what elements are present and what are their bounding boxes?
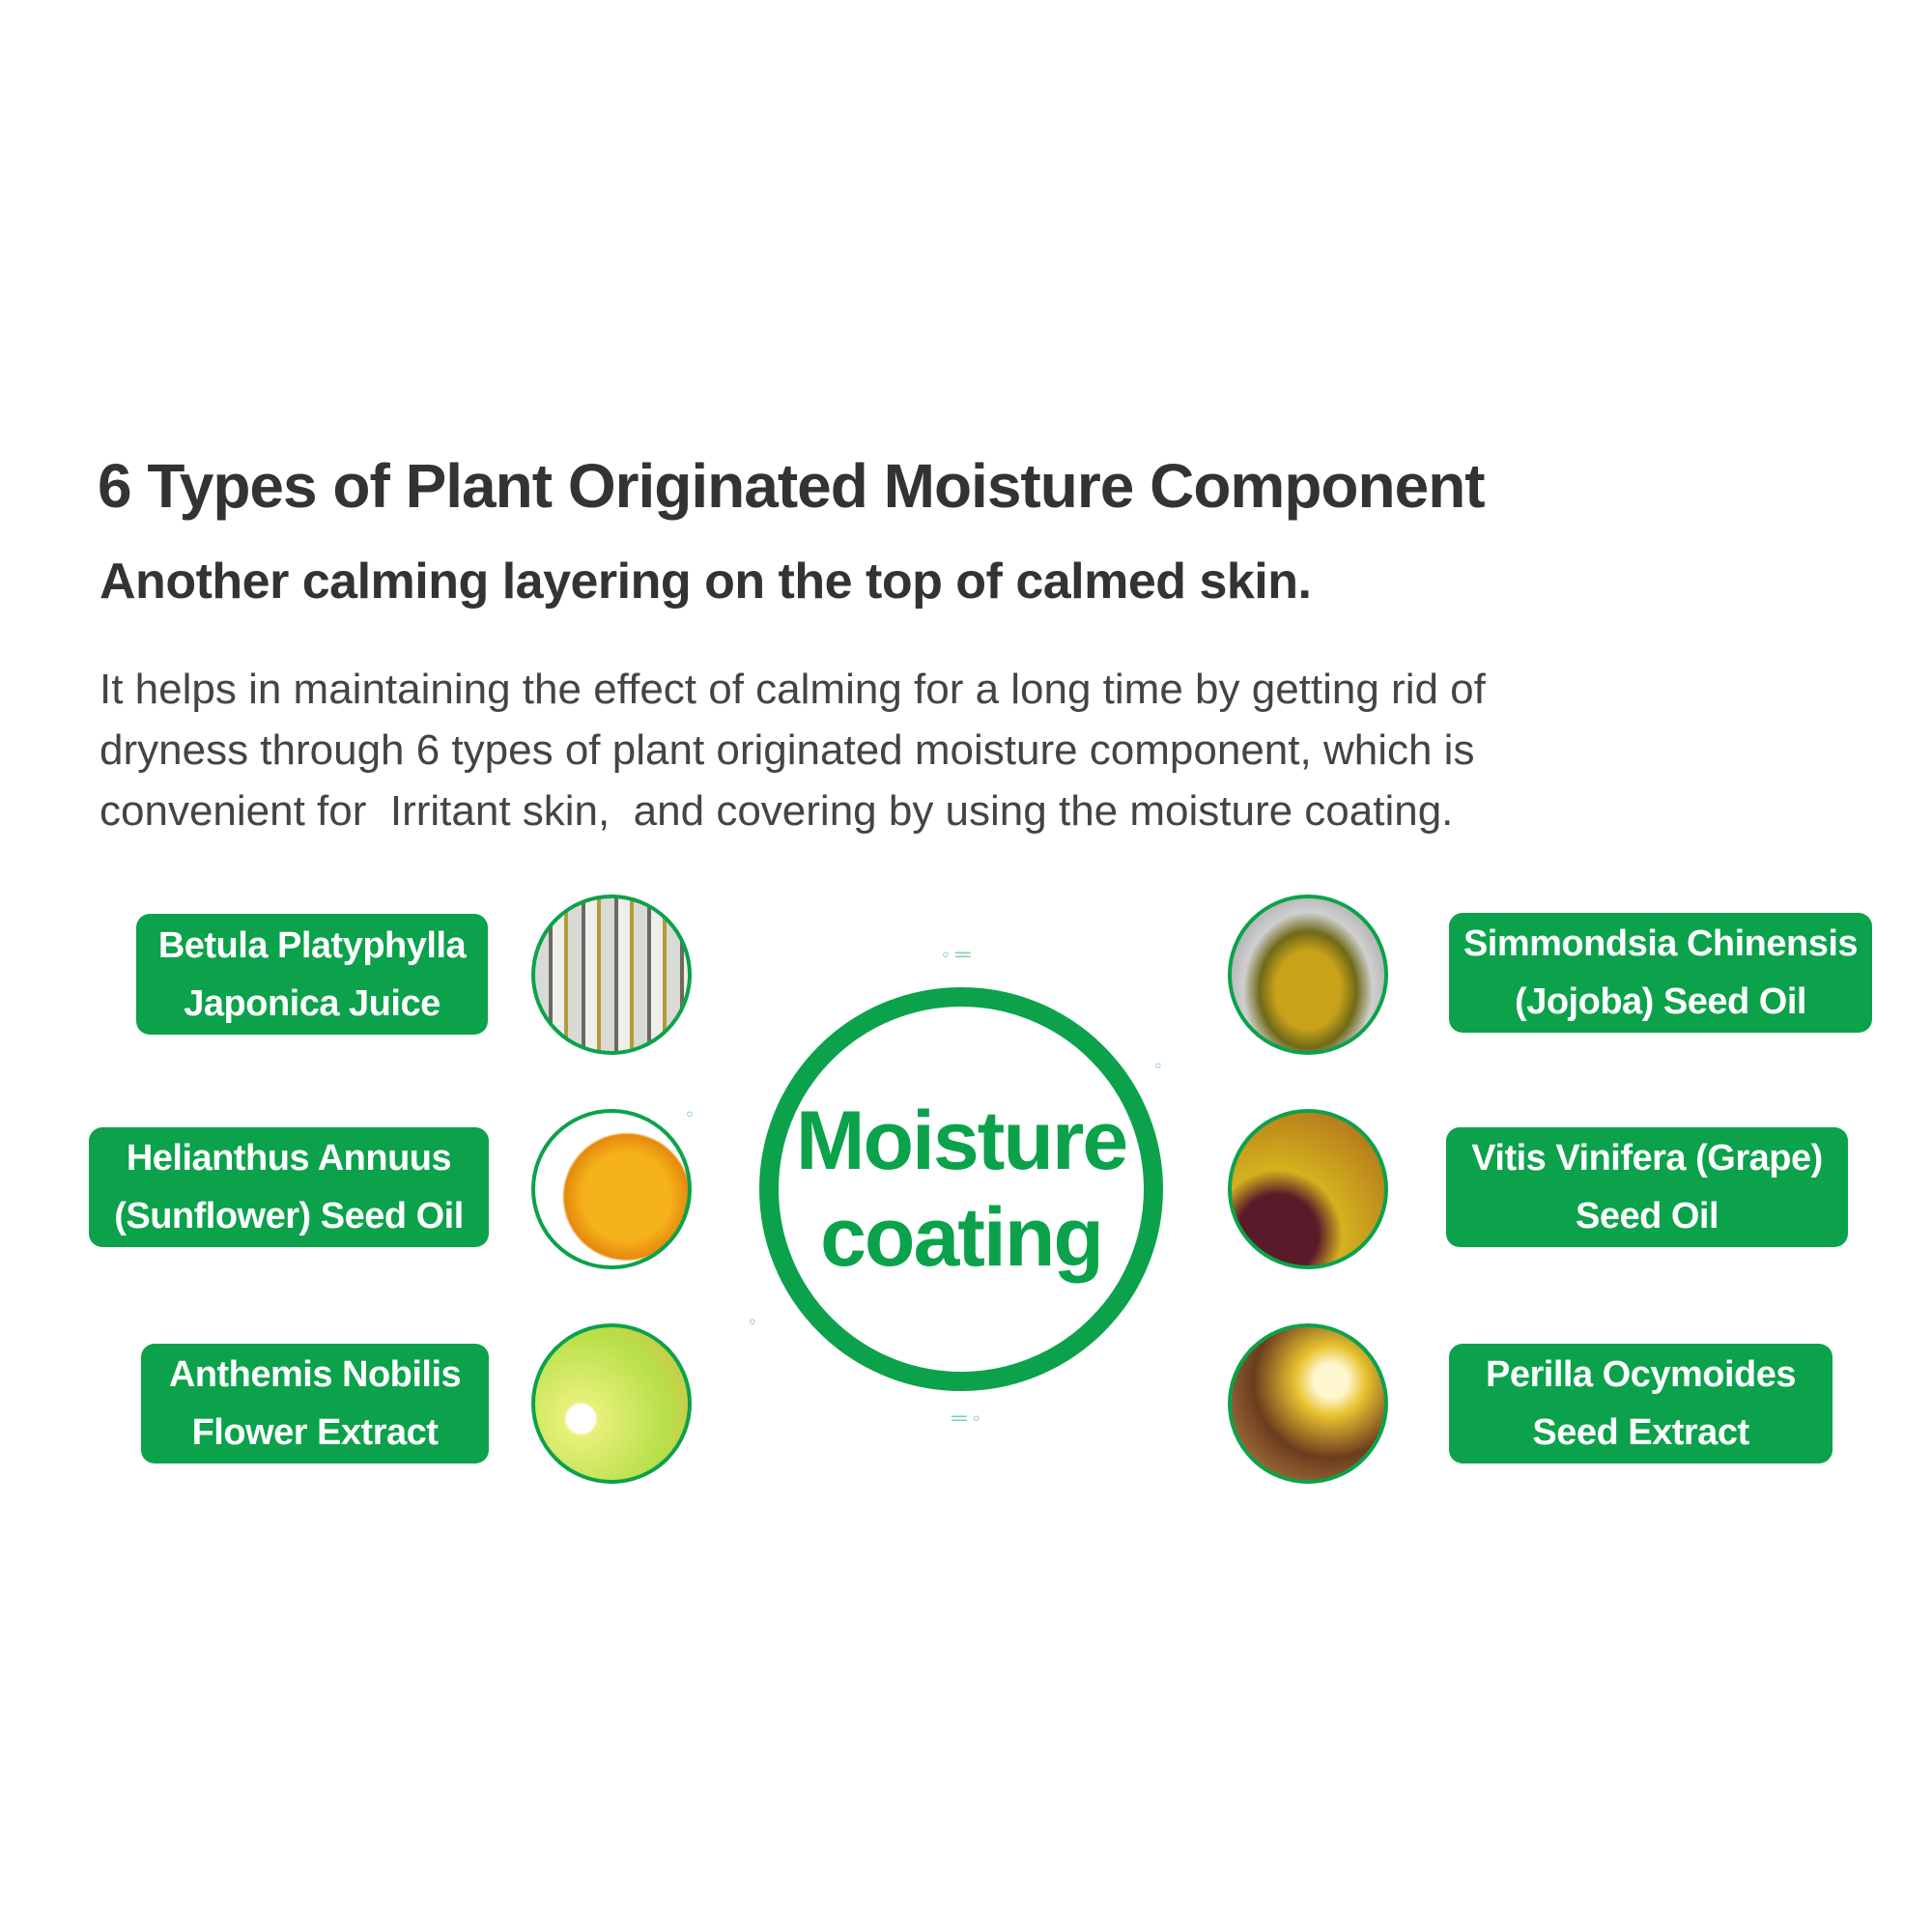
ingredient-name: (Jojoba) Seed Oil: [1515, 981, 1806, 1022]
ingredient-name: Anthemis Nobilis: [168, 1354, 462, 1395]
ingredient-name: Perilla Ocymoides: [1486, 1354, 1797, 1395]
center-text: Moisture: [795, 1094, 1128, 1187]
grape-oil-photo: [1228, 1109, 1388, 1269]
moisture-coating-circle: Moisture coating: [759, 987, 1163, 1391]
ingredient-label-helianthus: Helianthus Annuus (Sunflower) Seed Oil: [89, 1127, 489, 1247]
droplet-icon: ◦: [686, 1101, 694, 1125]
description-line: dryness through 6 types of plant origina…: [99, 726, 1475, 774]
description-line: convenient for Irritant skin, and coveri…: [99, 787, 1454, 835]
ingredient-name: Seed Extract: [1532, 1412, 1749, 1453]
ingredient-label-simmondsia: Simmondsia Chinensis (Jojoba) Seed Oil: [1449, 913, 1872, 1033]
perilla-seed-photo: [1228, 1323, 1388, 1484]
birch-trees-photo: [531, 895, 692, 1055]
ingredient-name: Betula Platyphylla: [157, 924, 467, 966]
ingredient-label-vitis: Vitis Vinifera (Grape) Seed Oil: [1446, 1127, 1848, 1247]
droplet-icon: ◦ ═: [942, 942, 971, 966]
description-line: It helps in maintaining the effect of ca…: [99, 666, 1486, 713]
ingredient-name: (Sunflower) Seed Oil: [114, 1196, 464, 1236]
ingredient-label-betula: Betula Platyphylla Japonica Juice: [136, 914, 488, 1035]
ingredient-name: Japonica Juice: [184, 982, 440, 1024]
center-text: coating: [820, 1191, 1104, 1284]
chamomile-photo: [531, 1323, 692, 1484]
ingredient-name: Simmondsia Chinensis: [1463, 923, 1859, 964]
ingredient-label-anthemis: Anthemis Nobilis Flower Extract: [141, 1344, 489, 1463]
ingredient-label-perilla: Perilla Ocymoides Seed Extract: [1449, 1344, 1833, 1463]
ingredient-name: Vitis Vinifera (Grape): [1471, 1138, 1823, 1179]
droplet-icon: ◦: [1154, 1053, 1162, 1077]
droplet-icon: ◦: [749, 1309, 756, 1333]
page-title: 6 Types of Plant Originated Moisture Com…: [98, 451, 1486, 521]
sunflower-oil-photo: [531, 1109, 692, 1269]
description: It helps in maintaining the effect of ca…: [99, 659, 1742, 841]
ingredient-name: Seed Oil: [1575, 1196, 1719, 1236]
page-subtitle: Another calming layering on the top of c…: [99, 554, 1312, 610]
droplet-icon: ═ ◦: [952, 1406, 980, 1430]
ingredient-name: Flower Extract: [191, 1412, 439, 1453]
ingredient-name: Helianthus Annuus: [126, 1138, 452, 1179]
jojoba-oil-photo: [1228, 895, 1388, 1055]
